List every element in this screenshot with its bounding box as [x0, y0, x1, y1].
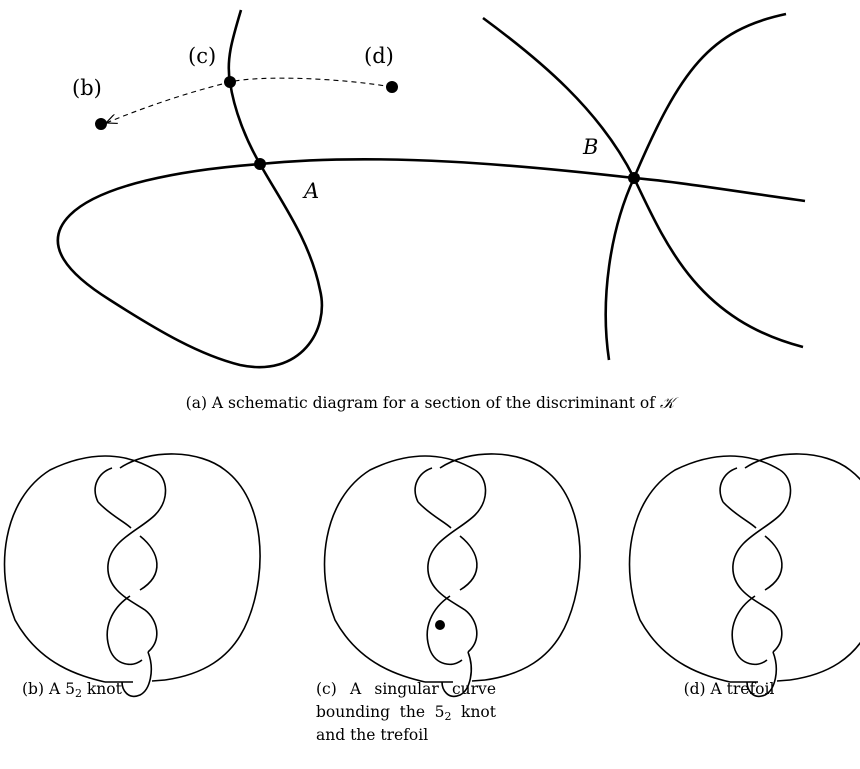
- point-c: [224, 76, 236, 88]
- point-b: [95, 118, 107, 130]
- caption-c-sub: 2: [444, 710, 452, 723]
- label-b: (b): [72, 76, 102, 100]
- singular-point: [435, 620, 445, 630]
- knot-b-diagram: [3, 453, 261, 698]
- caption-c-suffix: knot and the trefoil: [316, 703, 496, 744]
- knot-d-diagram: [628, 453, 860, 698]
- caption-b: (b) A 52 knot: [22, 678, 222, 701]
- caption-a-symbol: 𝒦: [659, 394, 675, 412]
- dashed-path-d-to-b: [106, 77, 393, 123]
- point-d: [386, 81, 398, 93]
- label-B: B: [582, 135, 598, 159]
- label-d: (d): [364, 44, 394, 68]
- caption-d-text: (d) A trefoil: [683, 680, 775, 698]
- caption-a-text: (a) A schematic diagram for a section of…: [185, 394, 655, 412]
- caption-a: (a) A schematic diagram for a section of…: [0, 392, 860, 415]
- caption-d: (d) A trefoil: [659, 678, 799, 701]
- caption-b-suffix: knot: [81, 680, 122, 698]
- caption-b-prefix: (b) A 5: [22, 680, 75, 698]
- caption-c: (c) A singular curve bounding the 52 kno…: [316, 678, 496, 747]
- point-B: [628, 172, 640, 184]
- discriminant-branch-b2: [604, 12, 787, 361]
- knot-c-diagram: [323, 453, 581, 698]
- caption-b-sub: 2: [74, 687, 82, 700]
- discriminant-branch-b1: [482, 16, 804, 349]
- point-A: [254, 158, 266, 170]
- label-A: A: [302, 179, 319, 203]
- label-c: (c): [188, 44, 216, 68]
- discriminant-branch-vertical: [227, 9, 262, 165]
- caption-c-prefix: (c) A singular curve bounding the 5: [316, 680, 496, 721]
- discriminant-branch-horizontal: [56, 157, 806, 369]
